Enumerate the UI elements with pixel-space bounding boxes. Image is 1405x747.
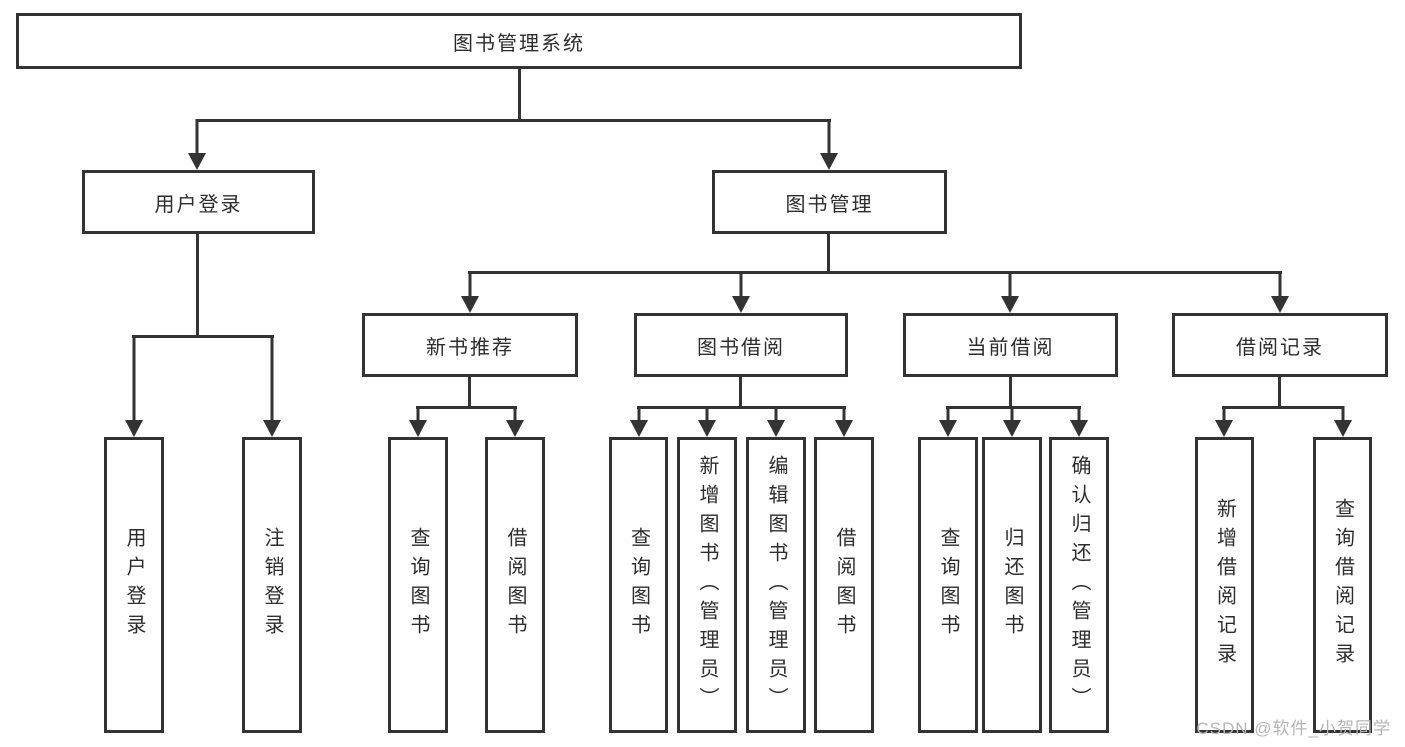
arrow-down: [1334, 406, 1352, 437]
arrow-down: [1271, 271, 1289, 313]
leaf-confirm-return-admin: 确认归还（管理员）: [1049, 437, 1109, 733]
arrow-down: [263, 335, 281, 437]
leaf-label: 借阅图书: [833, 527, 855, 643]
connector-line: [1222, 406, 1344, 409]
arrow-down: [835, 406, 853, 437]
connector-line: [637, 406, 846, 409]
connector-line: [468, 271, 1282, 274]
leaf-borrow-books-2: 借阅图书: [814, 437, 874, 733]
connector-line: [468, 377, 471, 409]
leaf-query-borrow-record: 查询借阅记录: [1313, 437, 1372, 733]
arrow-down: [767, 406, 785, 437]
arrow-down: [125, 335, 143, 437]
leaf-label: 新增图书（管理员）: [696, 454, 718, 716]
connector-line: [132, 335, 274, 338]
connector-line: [196, 119, 831, 122]
leaf-borrow-books-1: 借阅图书: [485, 437, 545, 733]
arrow-down: [188, 119, 206, 170]
leaf-label: 查询借阅记录: [1331, 498, 1354, 672]
arrow-down: [939, 406, 957, 437]
leaf-label: 查询图书: [407, 527, 429, 643]
connector-line: [196, 234, 199, 337]
connector-line: [827, 234, 830, 274]
arrow-down: [409, 406, 427, 437]
leaf-label: 注销登录: [261, 527, 283, 643]
leaf-add-borrow-record: 新增借阅记录: [1195, 437, 1254, 733]
node-book-borrowing: 图书借阅: [634, 313, 848, 377]
arrow-down: [732, 271, 750, 313]
connector-line: [518, 69, 521, 121]
connector-line: [739, 377, 742, 409]
leaf-label: 确认归还（管理员）: [1068, 454, 1090, 716]
arrow-down: [1003, 406, 1021, 437]
connector-line: [1278, 377, 1281, 409]
arrow-down: [506, 406, 524, 437]
node-user-login: 用户登录: [82, 170, 315, 234]
leaf-query-books-1: 查询图书: [388, 437, 448, 733]
leaf-label: 新增借阅记录: [1213, 498, 1236, 672]
connector-line: [416, 406, 517, 409]
leaf-label: 查询图书: [627, 527, 650, 643]
leaf-query-books-3: 查询图书: [918, 437, 978, 733]
leaf-edit-book-admin: 编辑图书（管理员）: [746, 437, 806, 733]
leaf-label: 编辑图书（管理员）: [765, 454, 787, 716]
leaf-label: 归还图书: [1001, 527, 1023, 643]
node-new-book-recommend: 新书推荐: [362, 313, 578, 377]
leaf-user-login: 用户登录: [104, 437, 164, 733]
leaf-label: 借阅图书: [504, 527, 526, 643]
arrow-down: [1001, 271, 1019, 313]
arrow-down: [461, 271, 479, 313]
arrow-down: [630, 406, 648, 437]
node-book-management-system: 图书管理系统: [16, 13, 1022, 69]
leaf-logout: 注销登录: [242, 437, 302, 733]
connector-line: [1009, 377, 1012, 409]
leaf-label: 查询图书: [937, 527, 959, 643]
leaf-add-book-admin: 新增图书（管理员）: [677, 437, 737, 733]
arrow-down: [1215, 406, 1233, 437]
leaf-query-books-2: 查询图书: [609, 437, 668, 733]
arrow-down: [1070, 406, 1088, 437]
node-book-management: 图书管理: [712, 170, 947, 234]
arrow-down: [698, 406, 716, 437]
leaf-label: 用户登录: [123, 527, 145, 643]
node-borrowing-records: 借阅记录: [1172, 313, 1388, 377]
leaf-return-books: 归还图书: [982, 437, 1042, 733]
arrow-down: [820, 119, 838, 170]
watermark: CSDN @软件_小贺同学: [1196, 719, 1391, 738]
node-current-borrowing: 当前借阅: [903, 313, 1118, 377]
